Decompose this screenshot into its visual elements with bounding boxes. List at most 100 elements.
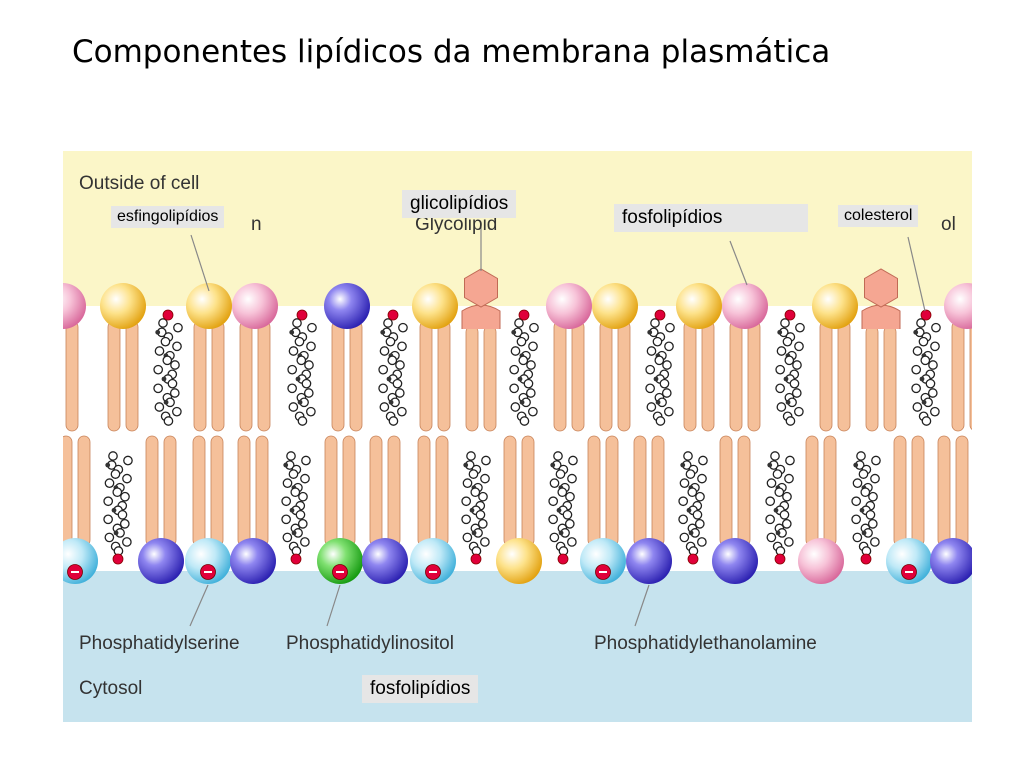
cholesterol [548, 451, 578, 565]
cholesterol-ring-atom [509, 383, 519, 394]
cholesterol-ring-atom [775, 383, 785, 394]
cholesterol-ring-atom [692, 509, 703, 520]
cholesterol-ring-atom [694, 519, 705, 529]
cholesterol-hydroxyl [296, 309, 308, 321]
head-yellow [592, 283, 638, 329]
fatty-acid-tail [237, 435, 251, 547]
minus-sign [905, 571, 913, 573]
cholesterol-ring-atom [645, 364, 656, 375]
cholesterol-ring-atom [565, 491, 575, 502]
lipid-heads [63, 283, 972, 584]
cholesterol-ring-atom [167, 378, 178, 389]
cholesterol-ring-atom [870, 537, 880, 547]
cholesterol-dark-atom [155, 329, 161, 335]
cholesterol-dark-atom [295, 376, 301, 382]
head-cyan [410, 538, 456, 584]
cholesterol-ring-atom [394, 388, 405, 398]
cholesterol-ring-atom [770, 451, 780, 461]
cholesterol-ring-atom [160, 336, 171, 347]
cholesterol-ring-atom [564, 519, 575, 529]
cholesterol-ring-atom [301, 378, 312, 389]
head-blue [712, 538, 758, 584]
cholesterol [775, 309, 805, 426]
cholesterol-ring-atom [294, 336, 305, 347]
pointer-lines [189, 227, 926, 627]
cholesterol-ring-atom [918, 336, 929, 347]
cholesterol-dark-atom [785, 399, 791, 405]
cholesterol-ring-atom [697, 473, 707, 484]
cholesterol-ring-atom [104, 532, 115, 543]
cholesterol-ring-atom [930, 341, 940, 352]
cholesterol-ring-atom [927, 388, 938, 398]
glycolipid-neck [861, 304, 901, 329]
cholesterol [461, 451, 491, 565]
minus-sign [599, 571, 607, 573]
fatty-acid-tail [369, 435, 383, 547]
cholesterol-ring-atom [765, 514, 775, 525]
fatty-acid-tail [747, 320, 761, 432]
cholesterol-ring-atom [871, 455, 881, 466]
cholesterol-dark-atom [777, 329, 783, 335]
cholesterol-ring-atom [519, 416, 530, 426]
cholesterol-ring-atom [112, 487, 123, 498]
cholesterol-ring-atom [665, 322, 675, 333]
head-blue [138, 538, 184, 584]
cholesterol-ring-atom [568, 455, 578, 466]
cholesterol [911, 309, 941, 426]
outside-of-cell-label: Outside of cell [79, 173, 199, 194]
cholesterol-ring-atom [776, 402, 787, 412]
cholesterol-ring-atom [795, 322, 805, 333]
cholesterol-ring-atom [387, 355, 398, 366]
fatty-acid-tail [255, 435, 269, 547]
cholesterol-ring-atom [679, 532, 690, 543]
cholesterol-hydroxyl [774, 553, 786, 565]
fatty-acid-tail [483, 325, 497, 432]
cholesterol-ring-atom [782, 491, 792, 502]
cholesterol-ring-atom [916, 318, 926, 328]
fatty-acid-tail [387, 435, 401, 547]
cholesterol-ring-atom [645, 383, 655, 394]
minus-sign [336, 571, 344, 573]
cholesterol-ring-atom [654, 355, 665, 366]
cholesterol-ring-atom [858, 469, 869, 479]
pointer-phosphatidylethanolamine [634, 584, 650, 627]
cholesterol-ring-atom [567, 473, 577, 484]
fatty-acid-tail [437, 320, 451, 432]
cholesterol-ring-atom [122, 473, 132, 484]
cholesterol-ring-atom [162, 355, 173, 366]
cholesterol-ring-atom [697, 537, 707, 547]
fatty-acid-tail [63, 435, 73, 547]
head-pink [232, 283, 278, 329]
fatty-acid-tail [599, 320, 613, 432]
cholesterol-ring-atom [123, 455, 133, 466]
cholesterol [153, 309, 183, 426]
cholesterol-ring-atom [921, 416, 932, 426]
fatty-acid-tail [163, 435, 177, 547]
cholesterol-ring-atom [549, 532, 560, 543]
cholesterol-ring-atom [780, 318, 790, 328]
head-yellow [412, 283, 458, 329]
fatty-acid-tail [211, 320, 225, 432]
cholesterol-ring-atom [301, 455, 311, 466]
cholesterol-ring-atom [281, 514, 291, 525]
cholesterol-hydroxyl [290, 553, 302, 565]
cholesterol-ring-atom [398, 322, 408, 333]
phosphatidylethanolamine-label: Phosphatidylethanolamine [594, 633, 817, 654]
fatty-acid-tail [324, 435, 338, 547]
cholesterol-ring-atom [772, 469, 783, 479]
cholesterol-ring-atom [461, 496, 472, 507]
hidden-label-cholesterol-end: ol [941, 214, 956, 235]
fatty-acid-tail [819, 320, 833, 432]
cholesterol-ring-atom [661, 388, 672, 398]
cholesterol-ring-atom [461, 514, 471, 525]
cholesterol-ring-atom [379, 346, 390, 356]
cholesterol-ring-atom [281, 496, 292, 507]
cholesterol-ring-atom [378, 364, 389, 375]
cholesterol-dark-atom [859, 507, 865, 513]
cholesterol-ring-atom [298, 491, 308, 502]
cholesterol-ring-atom [306, 341, 316, 352]
cholesterol-ring-atom [912, 402, 923, 412]
cholesterol-dark-atom [283, 462, 289, 468]
cholesterol-ring-atom [306, 406, 316, 417]
cholesterol-ring-atom [930, 406, 940, 417]
